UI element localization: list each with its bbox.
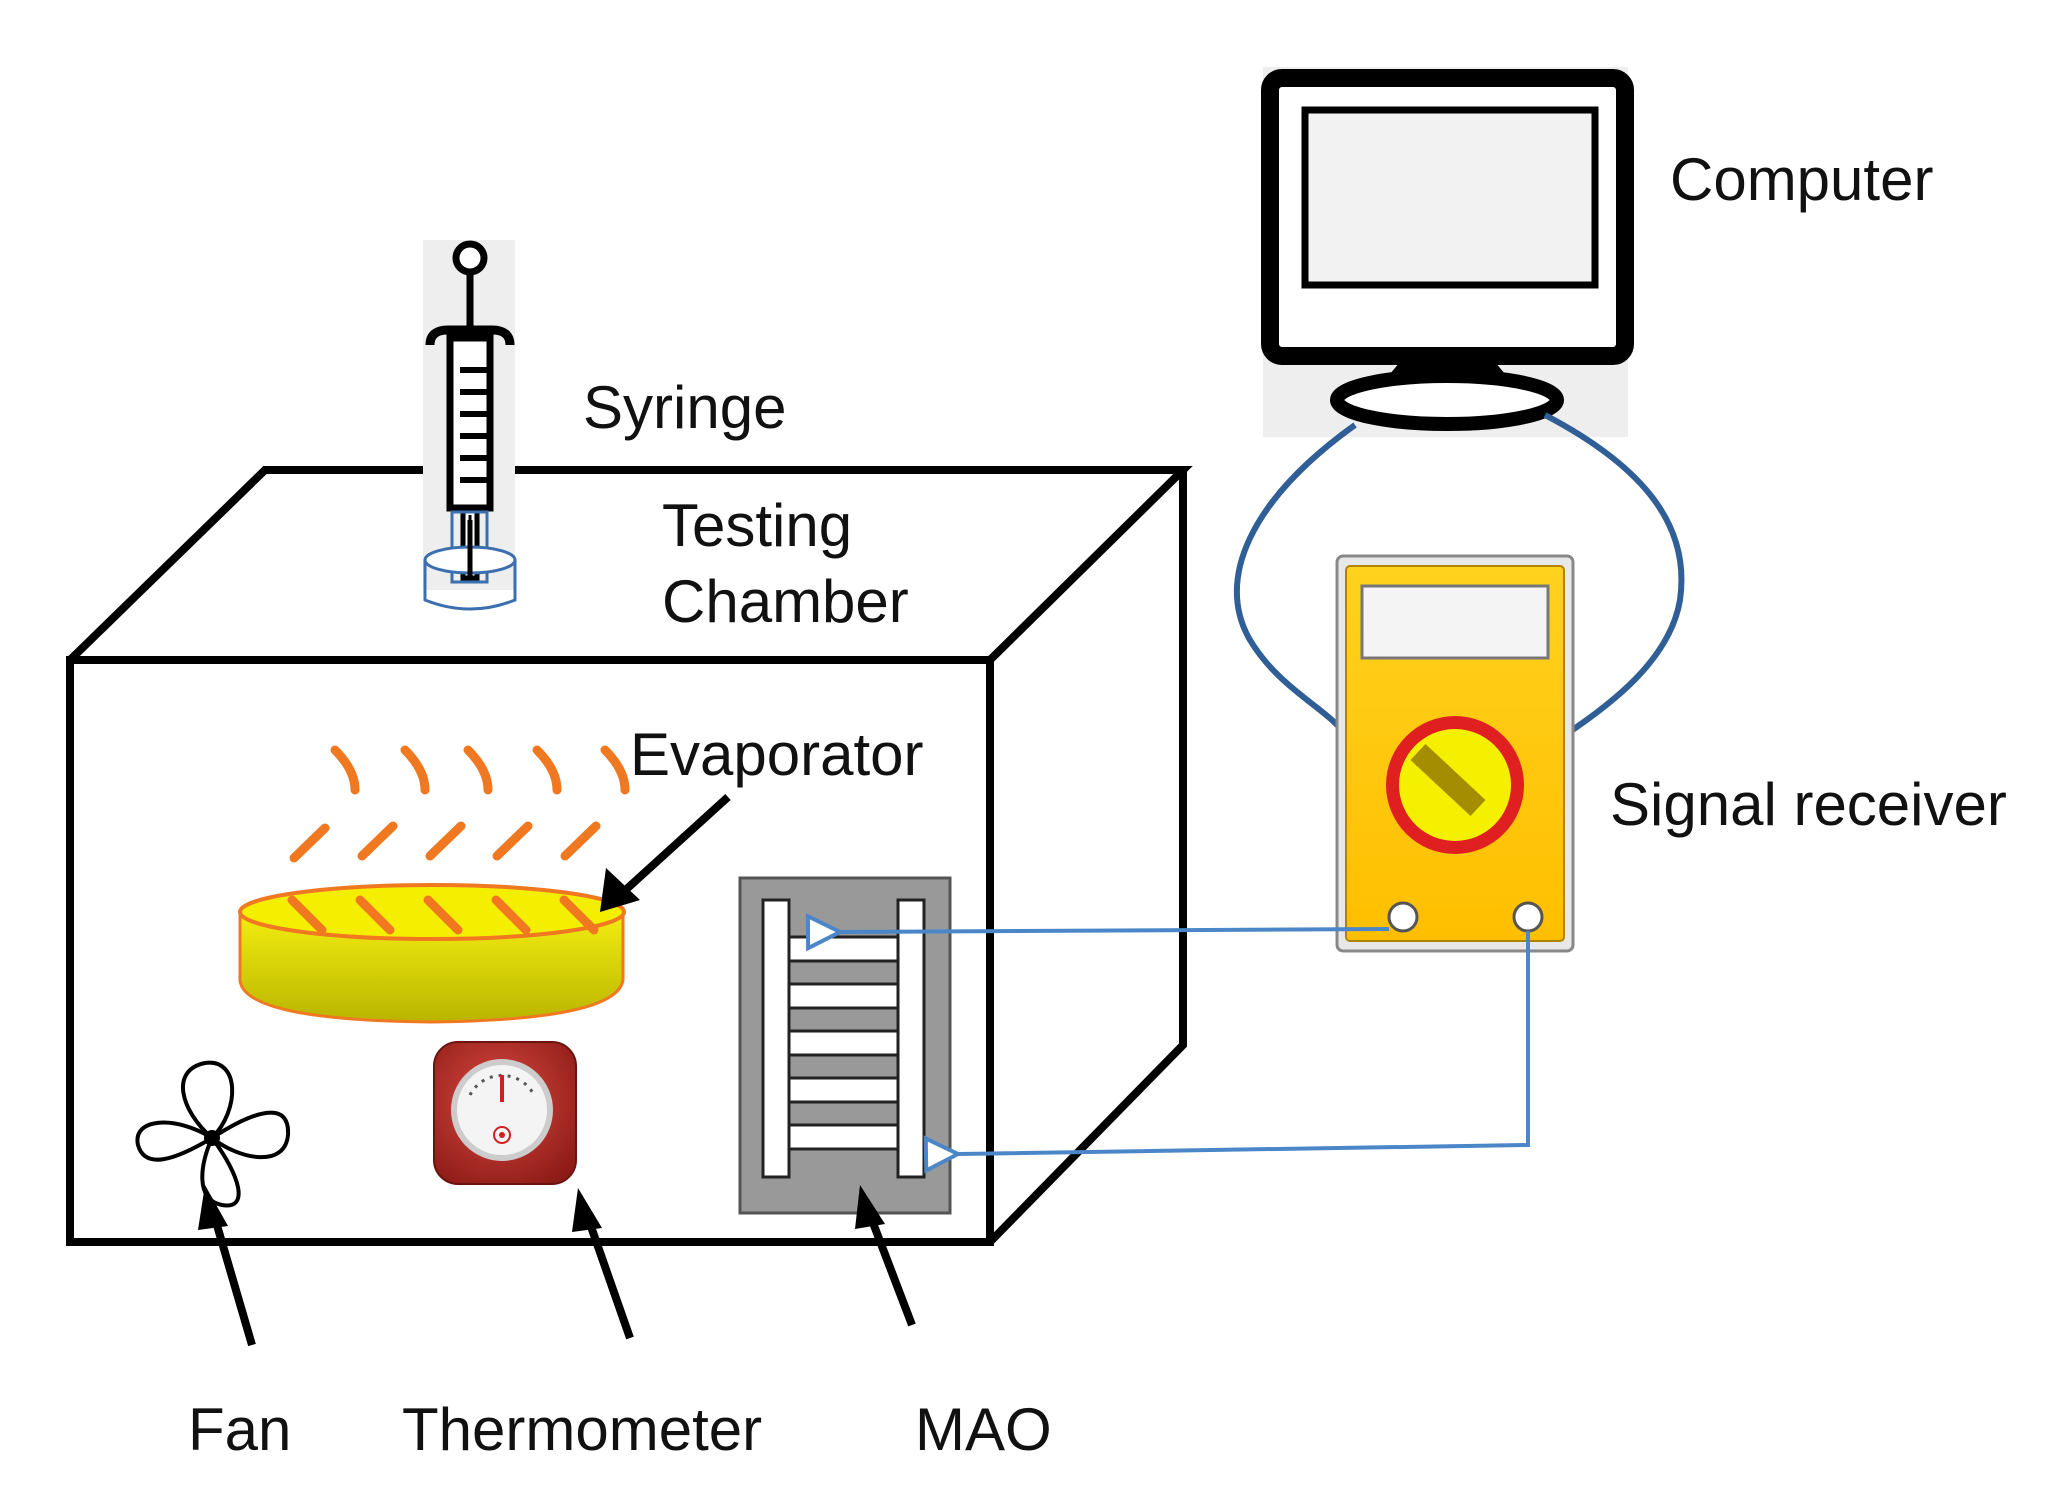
chamber-label: Chamber: [662, 568, 909, 635]
electrode-icon: [738, 876, 952, 1215]
meter-port-right: [1512, 901, 1544, 933]
syringe: [423, 240, 517, 611]
monitor-icon: [1261, 69, 1634, 431]
evaporator-pointer-arrow: [600, 794, 731, 912]
computer-label: Computer: [1670, 146, 1933, 213]
cable-right: [1543, 412, 1685, 738]
meter-display: [1360, 584, 1550, 660]
thermometer-label: Thermometer: [402, 1396, 762, 1463]
meter-port-left: [1387, 901, 1419, 933]
multimeter-icon: [1335, 554, 1575, 953]
syringe-vial: [423, 510, 517, 611]
signal-line-lower: [958, 931, 1530, 1154]
fan-pointer-arrow: [198, 1185, 256, 1347]
thermometer-icon: [433, 1041, 577, 1185]
testing-label: Testing: [662, 492, 852, 559]
fan-label: Fan: [188, 1396, 291, 1463]
computer: [1261, 67, 1634, 437]
syringe-label: Syringe: [583, 374, 786, 441]
fan-icon: [135, 1060, 291, 1208]
evaporator-label: Evaporator: [630, 721, 924, 788]
signal-line-upper: [840, 929, 1390, 932]
evaporator: [238, 745, 630, 1024]
mao-label: MAO: [915, 1396, 1052, 1463]
cable-left: [1233, 422, 1357, 737]
thermometer-pointer-arrow: [572, 1188, 634, 1340]
signal-receiver-label: Signal receiver: [1610, 771, 2007, 838]
evaporator-dish: [238, 883, 626, 1024]
vapor-streaks: [287, 745, 630, 935]
mao-pointer-arrow: [855, 1185, 916, 1327]
